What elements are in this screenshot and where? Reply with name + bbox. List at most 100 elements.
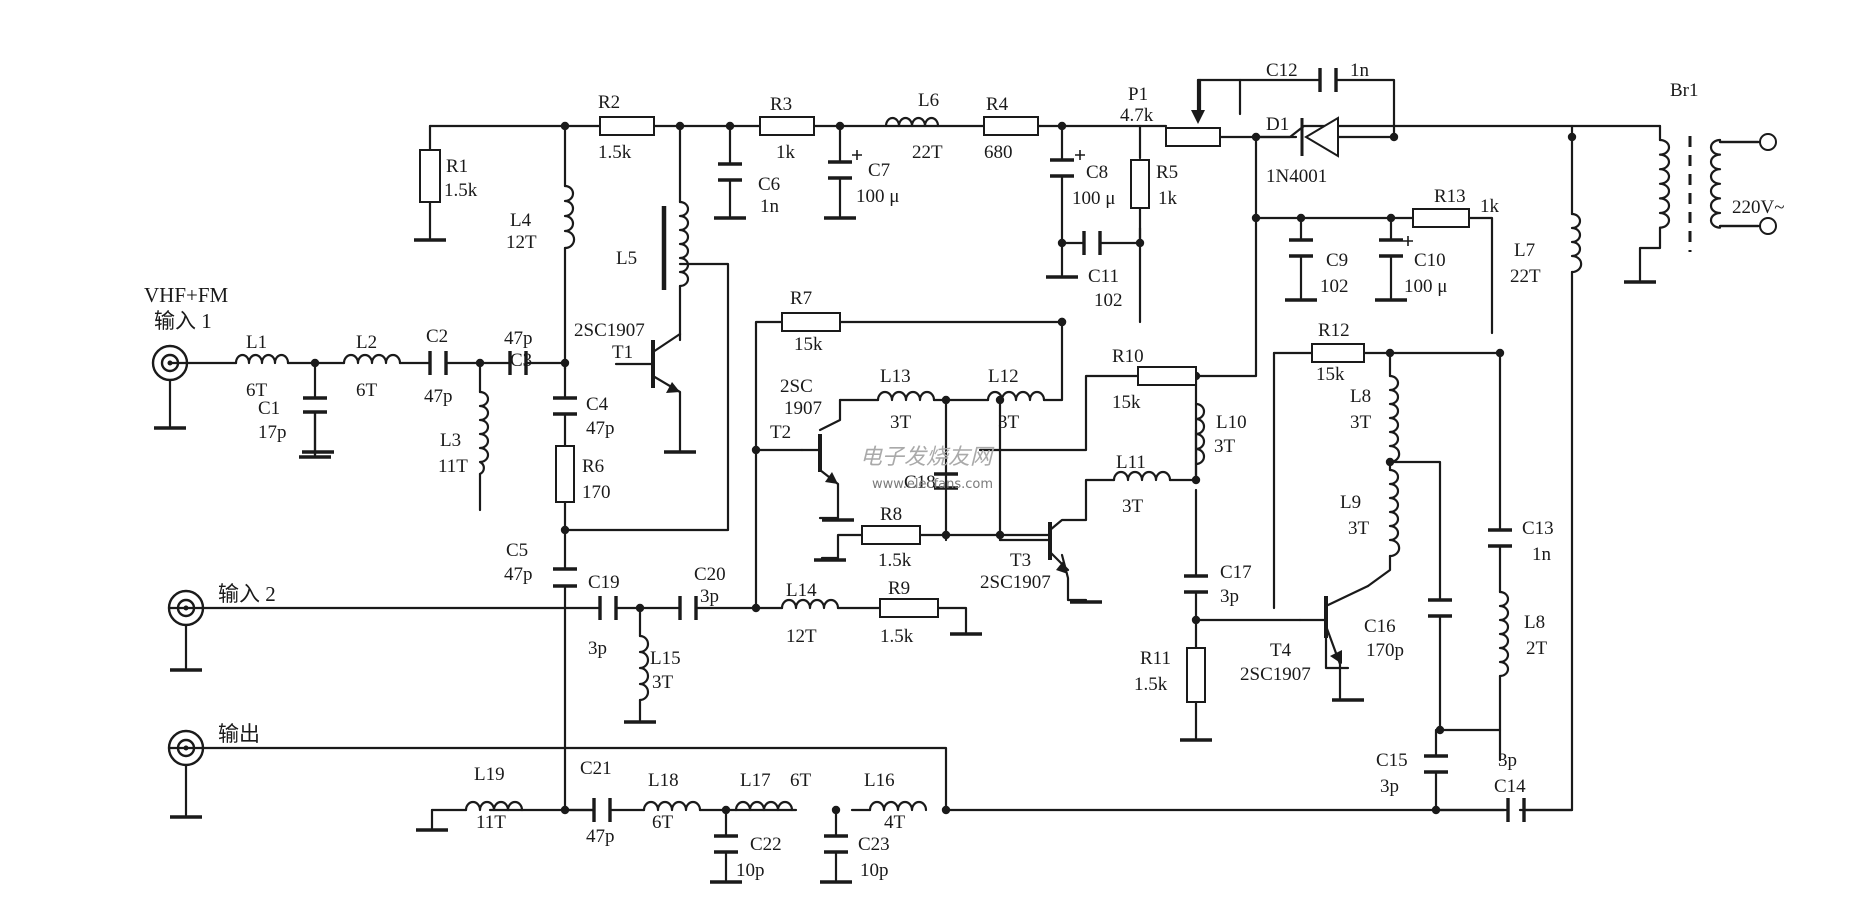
r5-name: R5 <box>1156 162 1178 183</box>
l8-upper-name: L8 <box>1350 386 1371 407</box>
c8-name: C8 <box>1086 162 1108 183</box>
l18-value: 6T <box>652 812 674 833</box>
l2-name: L2 <box>356 332 377 353</box>
c2-value: 47p <box>424 386 453 407</box>
watermark-url: www.elecfans.com <box>872 477 993 492</box>
c14-value: 3p <box>1498 750 1517 771</box>
potentiometer-wiper <box>1038 78 1205 128</box>
c12-value: 1n <box>1350 60 1370 81</box>
l4-value: 12T <box>506 232 537 253</box>
mains-label: 220V~ <box>1732 197 1785 218</box>
r9-value: 1.5k <box>880 626 914 647</box>
l12-value: 3T <box>998 412 1020 433</box>
input-2-label: 输入 2 <box>218 582 276 606</box>
c17-value: 3p <box>1220 586 1239 607</box>
watermark-cn: 电子发烧友网 <box>860 445 995 470</box>
c13-name: C13 <box>1522 518 1554 539</box>
r3-value: 1k <box>776 142 796 163</box>
c5-value: 47p <box>504 564 533 585</box>
c17-name: C17 <box>1220 562 1252 583</box>
r12-value: 15k <box>1316 364 1345 385</box>
inductors <box>234 116 1583 812</box>
t3-model: 2SC1907 <box>980 572 1051 593</box>
l18-name: L18 <box>648 770 679 791</box>
c16-name: C16 <box>1364 616 1396 637</box>
input-1-label-top: VHF+FM <box>144 283 229 307</box>
r4-value: 680 <box>984 142 1013 163</box>
c9-value: 102 <box>1320 276 1349 297</box>
l1-name: L1 <box>246 332 267 353</box>
l12-name: L12 <box>988 366 1019 387</box>
d1-name: D1 <box>1266 114 1289 135</box>
c6-name: C6 <box>758 174 780 195</box>
l2-value: 6T <box>356 380 378 401</box>
r13-name: R13 <box>1434 186 1466 207</box>
c6-value: 1n <box>760 196 780 217</box>
r2-name: R2 <box>598 92 620 113</box>
c19-value: 3p <box>588 638 607 659</box>
l15-value: 3T <box>652 672 674 693</box>
c21-value: 47p <box>586 826 615 847</box>
r4-name: R4 <box>986 94 1009 115</box>
c15-name: C15 <box>1376 750 1408 771</box>
c4-name: C4 <box>586 394 609 415</box>
l16-value: 4T <box>884 812 906 833</box>
t4-model: 2SC1907 <box>1240 664 1311 685</box>
c3-name: C3 <box>510 350 532 371</box>
c16-value: 170p <box>1366 640 1404 661</box>
l9-value: 3T <box>1348 518 1370 539</box>
br1-name: Br1 <box>1670 80 1699 101</box>
t3-name: T3 <box>1010 550 1031 571</box>
r7-name: R7 <box>790 288 812 309</box>
r7-value: 15k <box>794 334 823 355</box>
r6-name: R6 <box>582 456 604 477</box>
c22-name: C22 <box>750 834 782 855</box>
c14-name: C14 <box>1494 776 1526 797</box>
l10-value: 3T <box>1214 436 1236 457</box>
l6-value: 22T <box>912 142 943 163</box>
c4-value: 47p <box>586 418 615 439</box>
l14-value: 12T <box>786 626 817 647</box>
labels: VHF+FM 输入 1 输入 2 输出 R1 1.5k R2 1.5k R3 1… <box>144 60 1785 881</box>
output-label: 输出 <box>218 722 260 746</box>
polarity-marks <box>852 150 1413 246</box>
ground-symbols <box>152 216 1658 884</box>
c11-name: C11 <box>1088 266 1119 287</box>
c20-name: C20 <box>694 564 726 585</box>
l9-name: L9 <box>1340 492 1361 513</box>
c21-name: C21 <box>580 758 612 779</box>
r11-value: 1.5k <box>1134 674 1168 695</box>
r8-name: R8 <box>880 504 902 525</box>
l6-name: L6 <box>918 90 939 111</box>
input-1-label: 输入 1 <box>154 309 212 333</box>
p1-value: 4.7k <box>1120 105 1154 126</box>
c3-value: 47p <box>504 328 533 349</box>
c23-value: 10p <box>860 860 889 881</box>
c9-name: C9 <box>1326 250 1348 271</box>
l17-value: 6T <box>790 770 812 791</box>
l16-name: L16 <box>864 770 895 791</box>
l8-upper-value: 3T <box>1350 412 1372 433</box>
c1-value: 17p <box>258 422 287 443</box>
watermark: 电子发烧友网 www.elecfans.com <box>860 445 995 492</box>
c23-name: C23 <box>858 834 890 855</box>
c7-value: 100 μ <box>856 186 899 207</box>
c12-name: C12 <box>1266 60 1298 81</box>
r13-value: 1k <box>1480 196 1500 217</box>
transformer-br1 <box>1658 133 1777 252</box>
t2-model-line1: 2SC <box>780 376 813 397</box>
c11-value: 102 <box>1094 290 1123 311</box>
l8-lower-name: L8 <box>1524 612 1545 633</box>
l1-value: 6T <box>246 380 268 401</box>
l13-value: 3T <box>890 412 912 433</box>
c1-name: C1 <box>258 398 280 419</box>
c8-value: 100 μ <box>1072 188 1115 209</box>
c20-value: 3p <box>700 586 719 607</box>
l4-name: L4 <box>510 210 532 231</box>
t4-name: T4 <box>1270 640 1292 661</box>
diode-d1 <box>1254 116 1396 158</box>
l5-name: L5 <box>616 248 637 269</box>
l10-name: L10 <box>1216 412 1247 433</box>
r8-value: 1.5k <box>878 550 912 571</box>
